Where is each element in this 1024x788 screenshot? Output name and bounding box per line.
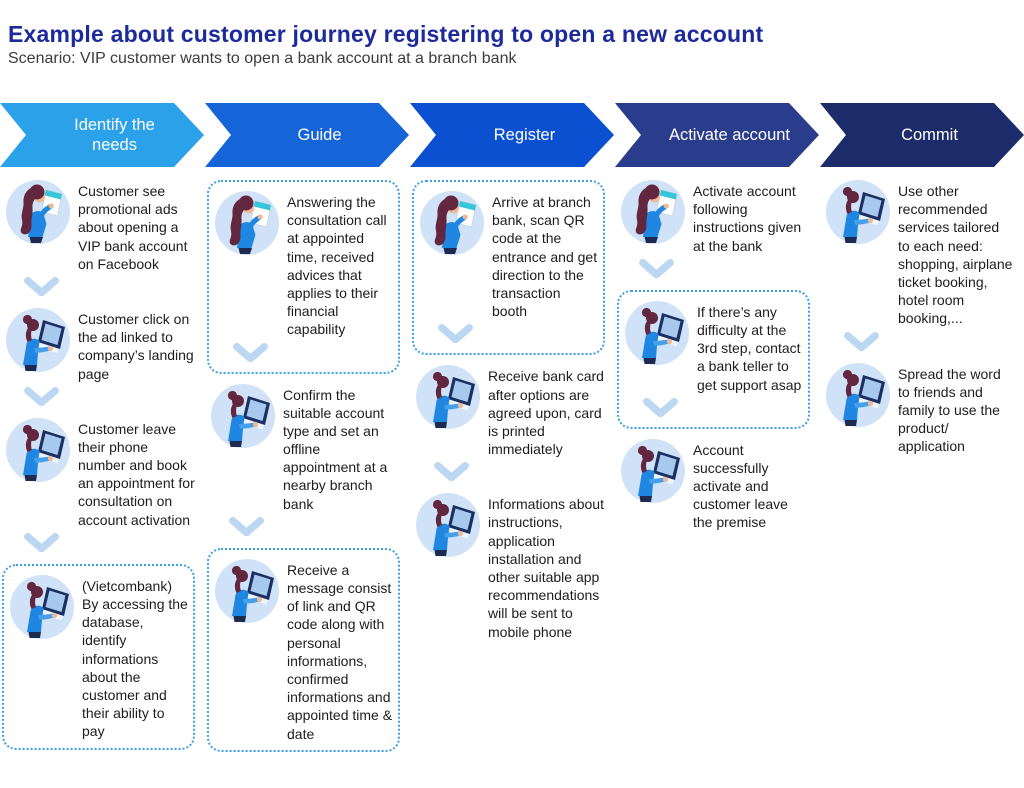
step-text: Customer click on the ad linked to compa… <box>78 310 194 382</box>
stage-label-activate-account: Activate account <box>668 125 791 144</box>
journey-step: Customer leave their phone number and bo… <box>6 418 195 529</box>
scenario-subtitle: Scenario: VIP customer wants to open a b… <box>8 50 517 67</box>
customer-holding-paper-icon <box>621 180 685 255</box>
customer-holding-tablet-icon <box>625 301 689 394</box>
stage-label-register: Register <box>493 125 556 144</box>
journey-step: Informations about instructions, applica… <box>416 493 605 641</box>
customer-holding-tablet-icon <box>826 180 890 328</box>
step-text: Receive a message consist of link and QR… <box>287 561 393 742</box>
customer-holding-tablet-icon <box>621 439 685 532</box>
journey-step: Use other recommended services tailored … <box>826 180 1014 328</box>
step-text: Use other recommended services tailored … <box>898 183 1013 327</box>
page-title: Example about customer journey registeri… <box>8 21 764 48</box>
step-text: Confirm the suitable account type and se… <box>283 386 388 512</box>
customer-holding-tablet-icon <box>10 575 74 741</box>
journey-step: Receive bank card after options are agre… <box>416 365 605 458</box>
chevron-down-icon <box>638 259 810 281</box>
journey-columns: Customer see promotional ads about openi… <box>0 180 1024 762</box>
chevron-down-icon <box>23 533 195 555</box>
customer-holding-tablet-icon <box>6 308 70 383</box>
stage-arrow-identify-the-needs <box>0 103 204 167</box>
step-text: Informations about instructions, applica… <box>488 496 604 640</box>
chevron-down-icon <box>228 517 400 539</box>
journey-step: (Vietcombank) By accessing the database,… <box>10 575 189 741</box>
stage-label-commit: Commit <box>901 125 958 144</box>
step-text: Answering the consultation call at appoi… <box>287 194 387 338</box>
step-text: Arrive at branch bank, scan QR code at t… <box>492 194 598 320</box>
journey-step: Confirm the suitable account type and se… <box>211 384 400 513</box>
customer-holding-paper-icon <box>6 180 70 273</box>
highlight-dotted-box: (Vietcombank) By accessing the database,… <box>2 563 195 750</box>
column-identify-the-needs: Customer see promotional ads about openi… <box>0 180 205 762</box>
stage-label-identify-the-needs: Identify the needs <box>74 115 155 154</box>
stage-arrow-activate-account <box>615 103 819 167</box>
column-guide: Answering the consultation call at appoi… <box>205 180 410 762</box>
step-text: Customer leave their phone number and bo… <box>78 420 195 528</box>
customer-holding-paper-icon <box>215 191 279 339</box>
step-text: Account successfully activate and custom… <box>693 441 788 531</box>
step-text: Receive bank card after options are agre… <box>488 368 604 458</box>
journey-stage-bar: Identify the needs Guide Register Activa… <box>0 103 1024 167</box>
customer-holding-paper-icon <box>420 191 484 320</box>
customer-holding-tablet-icon <box>416 493 480 641</box>
highlight-dotted-box: Receive a message consist of link and QR… <box>207 547 400 752</box>
journey-step: Activate account following instructions … <box>621 180 810 255</box>
chevron-down-icon <box>843 332 1014 354</box>
step-text: (Vietcombank) By accessing the database,… <box>82 577 188 740</box>
customer-holding-tablet-icon <box>416 365 480 458</box>
highlight-dotted-box: Answering the consultation call at appoi… <box>207 180 400 374</box>
chevron-down-icon <box>642 398 804 420</box>
journey-step: Account successfully activate and custom… <box>621 439 810 532</box>
chevron-down-icon <box>433 462 605 484</box>
chevron-down-icon <box>232 343 394 365</box>
journey-step: Receive a message consist of link and QR… <box>215 559 394 743</box>
column-register: Arrive at branch bank, scan QR code at t… <box>410 180 615 762</box>
customer-holding-tablet-icon <box>826 363 890 456</box>
customer-holding-tablet-icon <box>6 418 70 529</box>
column-activate-account: Activate account following instructions … <box>615 180 820 762</box>
chevron-down-icon <box>437 324 599 346</box>
step-text: Customer see promotional ads about openi… <box>78 183 188 272</box>
journey-step: Customer click on the ad linked to compa… <box>6 308 195 383</box>
journey-step: Customer see promotional ads about openi… <box>6 180 195 273</box>
journey-step: Spread the word to friends and family to… <box>826 363 1014 456</box>
customer-holding-tablet-icon <box>215 559 279 743</box>
stage-arrows <box>0 103 1024 167</box>
customer-holding-tablet-icon <box>211 384 275 513</box>
chevron-down-icon <box>23 387 195 409</box>
stage-arrow-register <box>410 103 614 167</box>
journey-step: Answering the consultation call at appoi… <box>215 191 394 339</box>
stage-arrow-guide <box>205 103 409 167</box>
chevron-down-icon <box>23 277 195 299</box>
journey-step: Arrive at branch bank, scan QR code at t… <box>420 191 599 320</box>
step-text: Spread the word to friends and family to… <box>898 365 1001 455</box>
step-text: If there’s any difficulty at the 3rd ste… <box>697 303 802 393</box>
highlight-dotted-box: Arrive at branch bank, scan QR code at t… <box>412 180 605 356</box>
column-commit: Use other recommended services tailored … <box>820 180 1024 762</box>
highlight-dotted-box: If there’s any difficulty at the 3rd ste… <box>617 289 810 429</box>
step-text: Activate account following instructions … <box>693 183 802 254</box>
stage-arrow-commit <box>820 103 1024 167</box>
stage-label-guide: Guide <box>297 125 342 144</box>
journey-step: If there’s any difficulty at the 3rd ste… <box>625 301 804 394</box>
